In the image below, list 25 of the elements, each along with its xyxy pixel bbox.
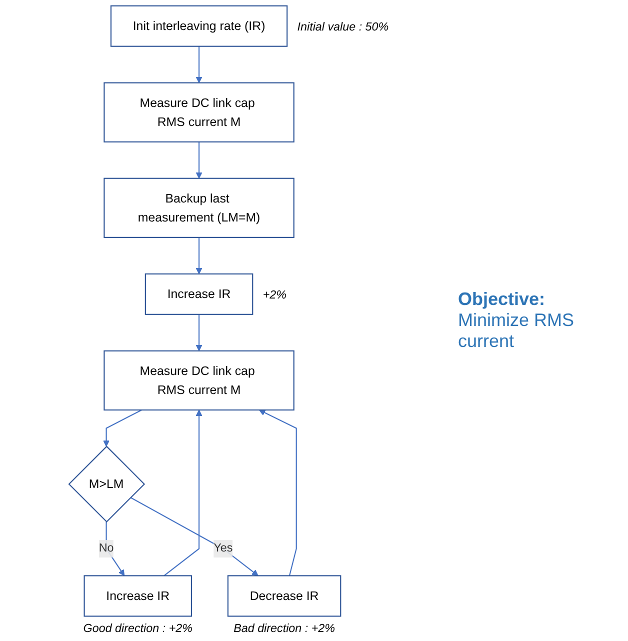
arrow [130,497,258,576]
annotation-text: Bad direction : +2% [234,622,335,636]
annotation-text: Initial value : 50% [297,20,389,34]
objective-text: Minimize RMS current [458,310,576,352]
node-box: Init interleaving rate (IR) [110,5,288,47]
annotation-text: +2% [262,288,286,302]
arrow [196,142,202,179]
arrow [196,46,202,84]
node-box: Backup last measurement (LM=M) [104,178,294,238]
node-box: Decrease IR [227,575,342,617]
edge-label: Yes [214,542,233,555]
annotation-text: Good direction : +2% [83,622,192,636]
arrow [103,409,142,447]
node-box: Increase IR [84,575,192,617]
node-box: Increase IR [144,273,254,315]
arrow [196,314,202,352]
arrow [196,237,202,274]
node-diamond: M>LM [68,446,146,522]
arrow [164,410,202,576]
objective-heading: Objective: [458,289,546,310]
arrow [258,410,297,576]
arrow [106,522,125,576]
node-box: Measure DC link cap RMS current M [104,350,294,411]
edge-label: No [98,542,114,555]
node-box: Measure DC link cap RMS current M [104,82,294,142]
